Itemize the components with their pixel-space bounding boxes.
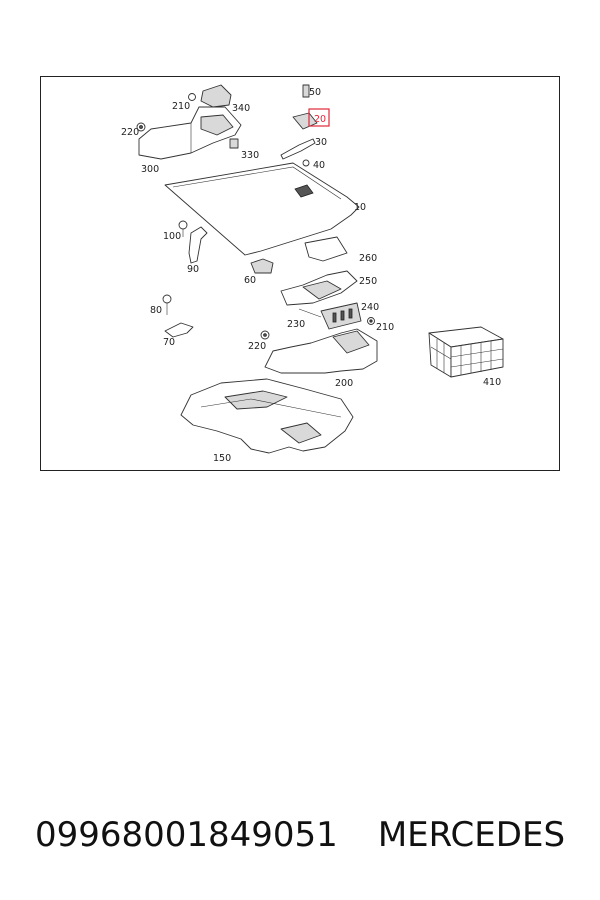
callout-20[interactable]: 20 [314,114,326,125]
callout-90[interactable]: 90 [187,264,199,275]
callout-210-top[interactable]: 210 [172,101,190,112]
callout-410[interactable]: 410 [483,377,501,388]
part-150[interactable] [180,378,354,454]
part-330[interactable] [229,138,239,149]
part-340[interactable] [200,84,232,108]
part-20[interactable] [292,112,318,130]
callout-220-top[interactable]: 220 [121,127,139,138]
callout-250[interactable]: 250 [359,276,377,287]
callout-200[interactable]: 200 [335,378,353,389]
part-220-nut-top[interactable] [136,122,146,132]
caption: 09968001849051 MERCEDES [0,805,600,865]
callout-240[interactable]: 240 [361,302,379,313]
callout-40[interactable]: 40 [313,160,325,171]
callout-210-mid[interactable]: 210 [376,322,394,333]
part-70[interactable] [164,322,194,338]
part-80-bolt[interactable] [162,294,172,315]
part-30[interactable] [280,138,316,160]
part-10[interactable] [164,162,360,256]
callout-230[interactable]: 230 [287,319,305,330]
callout-70[interactable]: 70 [163,337,175,348]
part-260[interactable] [304,236,348,262]
callout-60[interactable]: 60 [244,275,256,286]
part-number: 09968001849051 [34,815,338,855]
part-40[interactable] [302,159,310,167]
part-240[interactable] [320,302,362,330]
part-250[interactable] [280,270,358,306]
callout-10[interactable]: 10 [354,202,366,213]
part-300[interactable] [138,106,242,160]
part-90[interactable] [188,226,208,264]
highlight-box [308,108,330,127]
callout-100[interactable]: 100 [163,231,181,242]
part-230[interactable] [298,308,322,318]
part-210-clip[interactable] [188,93,196,101]
callout-330[interactable]: 330 [241,150,259,161]
callout-50[interactable]: 50 [309,87,321,98]
callout-30[interactable]: 30 [315,137,327,148]
part-60[interactable] [250,258,274,274]
part-210-washer[interactable] [367,317,375,325]
callout-220-mid[interactable]: 220 [248,341,266,352]
part-50[interactable] [302,84,310,98]
callout-340[interactable]: 340 [232,103,250,114]
parts-diagram: 50 20 30 40 210 340 220 330 300 10 100 9… [121,84,504,464]
callout-80[interactable]: 80 [150,305,162,316]
brand-name: MERCEDES [377,815,566,855]
part-410-crate[interactable] [428,326,504,378]
callout-260[interactable]: 260 [359,253,377,264]
callout-300[interactable]: 300 [141,164,159,175]
diagram-frame: 50 20 30 40 210 340 220 330 300 10 100 9… [40,76,560,471]
callout-150[interactable]: 150 [213,453,231,464]
part-100-bolt[interactable] [178,220,188,237]
part-200[interactable] [264,328,378,374]
part-220-nut-bottom[interactable] [260,330,270,340]
